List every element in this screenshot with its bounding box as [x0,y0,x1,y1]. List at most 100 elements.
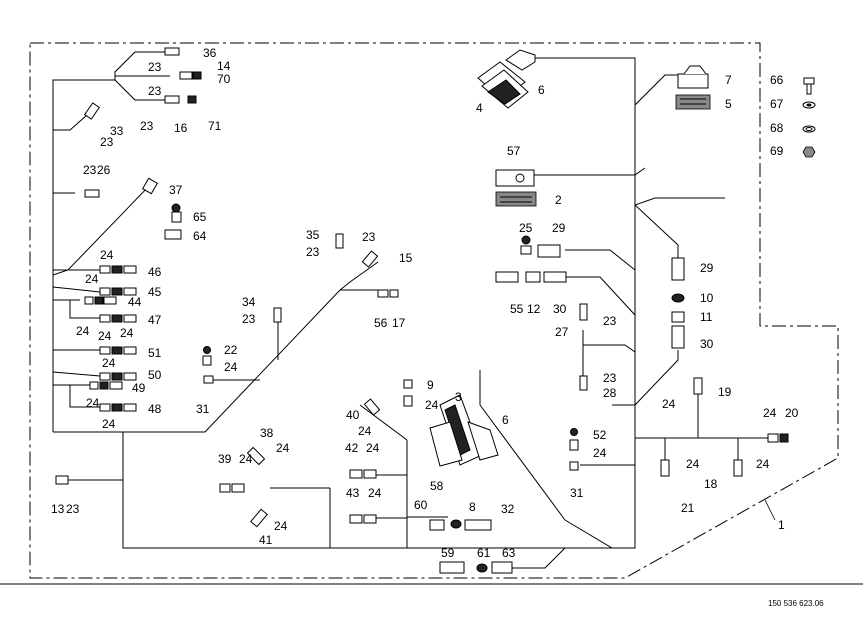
callout-50: 50 [148,368,162,382]
connector-9 [403,379,413,389]
callout-25: 25 [519,221,533,235]
callout-24: 24 [239,452,253,466]
connector-52-body [569,439,579,451]
callout-15: 15 [399,251,413,265]
callout-23: 23 [140,119,154,133]
callout-24: 24 [86,396,100,410]
callout-67: 67 [770,97,784,111]
callout-24: 24 [76,324,90,338]
callout-29: 29 [552,221,566,235]
callout-23: 23 [306,245,320,259]
callout-24: 24 [274,519,288,533]
callout-60: 60 [414,498,428,512]
callout-59: 59 [441,546,455,560]
module-7-5 [675,65,711,110]
connector-39b [231,483,245,493]
callout-40: 40 [346,408,360,422]
callout-65: 65 [193,210,207,224]
callout-24: 24 [662,397,676,411]
connector-40 [363,398,381,416]
connector-32 [464,519,492,531]
callout-24: 24 [763,406,777,420]
connector-30a [671,325,685,349]
connector-63 [491,561,513,574]
callout-12: 12 [527,302,541,316]
connector-42b [363,469,377,479]
connector-16 [164,95,180,104]
callout-5: 5 [725,97,732,111]
connector-43b [363,514,377,524]
callout-6: 6 [502,413,509,427]
connector-35 [335,233,344,249]
connector-37 [141,177,159,195]
connector-42 [349,469,363,479]
callout-55: 55 [510,302,524,316]
module-57-2 [495,169,537,207]
callout-38: 38 [260,426,274,440]
callout-70: 70 [217,72,231,86]
callout-57: 57 [507,144,521,158]
connector-61 [476,563,488,573]
callout-23: 23 [148,84,162,98]
callout-24: 24 [366,441,380,455]
connector-71 [187,95,197,104]
callout-31: 31 [570,486,584,500]
connector-13 [55,475,69,485]
connector-27 [579,303,588,321]
callout-24: 24 [756,457,770,471]
callout-24: 24 [85,272,99,286]
connector-34 [273,307,282,323]
callout-23: 23 [66,502,80,516]
connector-43 [349,514,363,524]
connector-20 [767,433,779,443]
connector-18 [733,459,743,477]
connector-8 [450,519,462,529]
callout-41: 41 [259,533,273,547]
callout-23: 23 [100,135,114,149]
callout-61: 61 [477,546,491,560]
callout-31: 31 [196,402,210,416]
callout-14: 14 [217,59,231,73]
harness-boundary-outline [29,42,839,579]
callout-43: 43 [346,486,360,500]
callout-34: 34 [242,295,256,309]
connector-17 [389,289,399,298]
callout-16: 16 [174,121,188,135]
callout-28: 28 [603,386,617,400]
connector-56 [377,289,389,298]
callout-24: 24 [120,326,134,340]
connector-26 [84,189,100,198]
callout-24: 24 [224,360,238,374]
harness-components [55,47,816,574]
connector-11 [671,311,685,323]
connector-25-body [520,245,532,255]
connector-41 [250,508,268,528]
callout-24: 24 [98,329,112,343]
callout-32: 32 [501,502,515,516]
callout-18: 18 [704,477,718,491]
callout-23: 23 [242,312,256,326]
connector-38 [246,446,266,466]
callout-51: 51 [148,346,162,360]
callout-45: 45 [148,285,162,299]
callout-26: 26 [97,163,111,177]
callout-71: 71 [208,119,222,133]
callout-2: 2 [555,193,562,207]
callout-56: 56 [374,316,388,330]
connector-59 [439,561,465,574]
connector-36 [164,47,180,56]
connector-29b [671,257,685,281]
callout-69: 69 [770,144,784,158]
connector-39 [219,483,231,493]
callout-48: 48 [148,402,162,416]
callout-10: 10 [700,291,714,305]
callout-11: 11 [700,310,713,324]
callout-27: 27 [555,325,569,339]
sensor-65-body [171,211,182,223]
sensor-64 [164,229,182,240]
connector-31b [569,461,579,471]
connector-33 [84,102,100,120]
callout-9: 9 [427,378,434,392]
sensor-65 [171,203,181,213]
main-harness-wires [52,51,775,569]
